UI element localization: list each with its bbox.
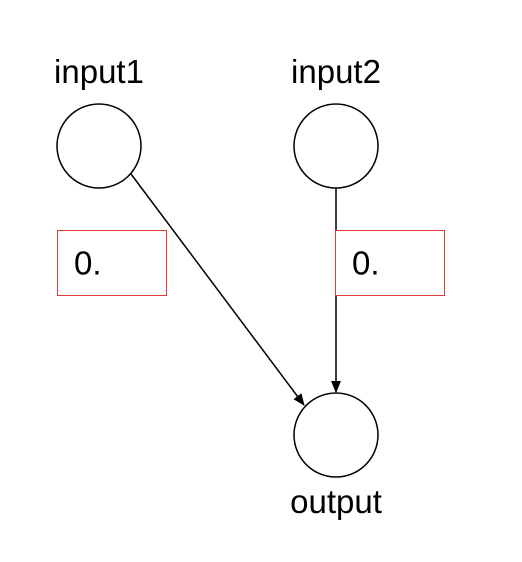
weight-box-input2: 0. (335, 230, 445, 296)
node-label-input1: input1 (54, 53, 144, 90)
weight-value-input2: 0. (352, 244, 380, 282)
node-input1 (56, 103, 142, 189)
weight-box-input1: 0. (57, 230, 167, 296)
node-label-output: output (290, 483, 382, 520)
weight-value-input1: 0. (74, 244, 102, 282)
node-input2 (293, 103, 379, 189)
edge-input1-to-output (130, 173, 305, 406)
node-label-input2: input2 (291, 53, 381, 90)
node-output (293, 392, 379, 478)
